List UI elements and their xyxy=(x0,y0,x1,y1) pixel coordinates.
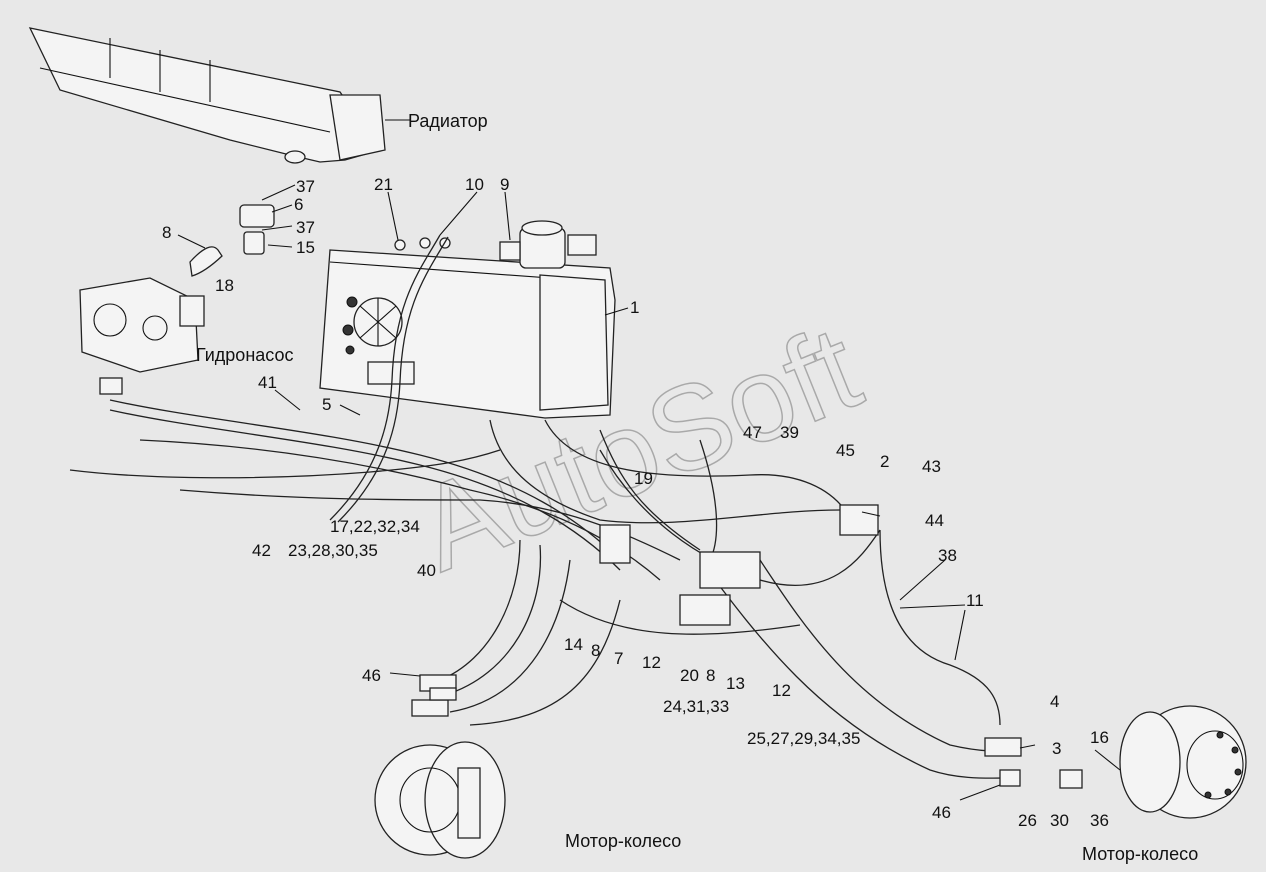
motor-wheel-right xyxy=(1119,705,1247,819)
callout: 39 xyxy=(780,423,799,442)
callout: 3 xyxy=(1052,739,1061,758)
callout: 5 xyxy=(322,395,331,414)
valve-blocks xyxy=(411,504,1083,789)
callout: 10 xyxy=(465,175,484,194)
callout: 19 xyxy=(634,469,653,488)
callout: 24,31,33 xyxy=(663,697,729,716)
callout: 42 xyxy=(252,541,271,560)
callout: 46 xyxy=(362,666,381,685)
callout: 18 xyxy=(215,276,234,295)
callout: 46 xyxy=(932,803,951,822)
label-radiator: Радиатор xyxy=(408,111,488,131)
callout: 36 xyxy=(1090,811,1109,830)
callout: 37 xyxy=(296,177,315,196)
callout: 16 xyxy=(1090,728,1109,747)
callout: 4 xyxy=(1050,692,1059,711)
callout: 23,28,30,35 xyxy=(288,541,378,560)
callout: 38 xyxy=(938,546,957,565)
callout: 47 xyxy=(743,423,762,442)
label-pump: Гидронасос xyxy=(196,345,293,365)
callout: 12 xyxy=(772,681,791,700)
callout: 25,27,29,34,35 xyxy=(747,729,860,748)
label-motor-wheel-right: Мотор-колесо xyxy=(1082,844,1198,864)
callout: 6 xyxy=(294,195,303,214)
callout: 21 xyxy=(374,175,393,194)
filter xyxy=(189,204,275,277)
callout: 45 xyxy=(836,441,855,460)
motor-wheel-left xyxy=(374,741,506,859)
callout: 7 xyxy=(614,649,623,668)
callout: 17,22,32,34 xyxy=(330,517,420,536)
callout: 15 xyxy=(296,238,315,257)
label-motor-wheel-left: Мотор-колесо xyxy=(565,831,681,851)
radiator xyxy=(28,27,386,164)
callout: 41 xyxy=(258,373,277,392)
callout: 1 xyxy=(630,298,639,317)
callout: 44 xyxy=(925,511,944,530)
callout: 13 xyxy=(726,674,745,693)
callout: 26 xyxy=(1018,811,1037,830)
callout: 11 xyxy=(966,591,984,610)
callout: 12 xyxy=(642,653,661,672)
callouts: 37 6 37 15 8 18 21 10 9 1 41 5 47 39 45 … xyxy=(162,175,1109,830)
callout: 20 xyxy=(680,666,699,685)
callout: 40 xyxy=(417,561,436,580)
callout: 8 xyxy=(591,641,600,660)
callout: 9 xyxy=(500,175,509,194)
callout: 37 xyxy=(296,218,315,237)
callout: 8 xyxy=(706,666,715,685)
callout: 8 xyxy=(162,223,171,242)
callout: 14 xyxy=(564,635,583,654)
hydraulic-pump xyxy=(79,277,205,395)
leader-lines xyxy=(177,119,1121,801)
callout: 30 xyxy=(1050,811,1069,830)
callout: 2 xyxy=(880,452,889,471)
hydraulic-tank xyxy=(319,220,616,419)
callout: 43 xyxy=(922,457,941,476)
